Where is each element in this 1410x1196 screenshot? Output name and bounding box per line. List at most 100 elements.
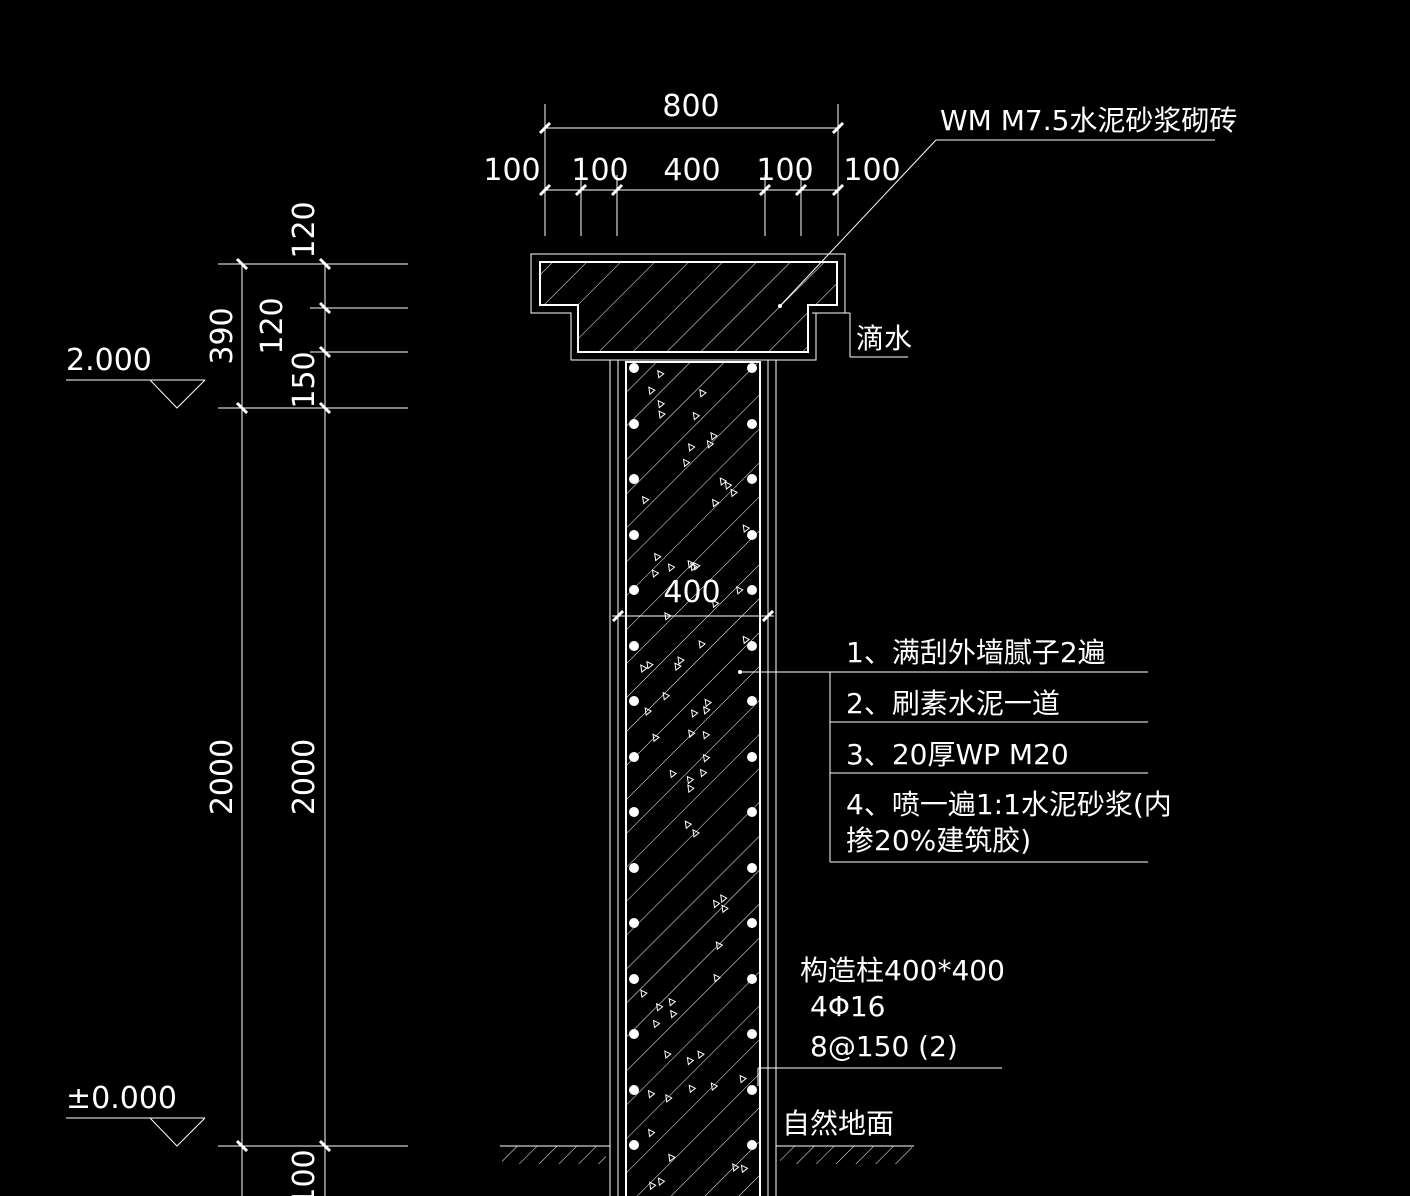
aggregate-mark: [652, 733, 660, 743]
rebar-dot: [747, 1029, 757, 1039]
drip-label: 滴水: [856, 322, 912, 355]
aggregate-mark: [644, 707, 653, 716]
dim-seg-4: 100: [756, 153, 813, 188]
aggregate-mark: [690, 709, 699, 718]
aggregate-mark: [732, 1163, 740, 1172]
rebar-dot: [629, 419, 639, 429]
aggregate-mark: [657, 399, 666, 409]
rebar-dot: [629, 641, 639, 651]
aggregate-mark: [668, 1153, 676, 1163]
aggregate-mark: [698, 640, 707, 649]
rebar-dot: [747, 585, 757, 595]
dim-column-400: 400: [663, 575, 720, 610]
concrete-core: [625, 361, 761, 1196]
aggregate-mark: [711, 599, 720, 609]
aggregate-mark: [724, 481, 733, 490]
rebar-dot: [629, 1140, 639, 1150]
left-dimension-group: 120 390 120 150 2000 2000 100: [205, 201, 408, 1196]
finish-layer-4-line2: 掺20%建筑胶): [846, 824, 1031, 857]
aggregate-mark: [720, 894, 728, 903]
rebar-dot: [747, 974, 757, 984]
dim-left-390: 390: [205, 307, 240, 364]
aggregate-mark: [651, 569, 660, 578]
aggregate-mark: [657, 369, 665, 379]
rebar-dot: [629, 696, 639, 706]
aggregate-mark: [642, 495, 650, 505]
aggregate-mark: [677, 656, 685, 665]
aggregate-mark: [647, 1089, 656, 1099]
aggregate-mark: [674, 662, 682, 672]
dim-left-120-top: 120: [287, 201, 322, 258]
aggregate-mark: [652, 1019, 661, 1029]
aggregate-mark: [712, 899, 721, 909]
finish-layer-2: 2、刷素水泥一道: [846, 687, 1060, 720]
aggregate-mark: [692, 828, 700, 838]
rebar-dots: [629, 363, 757, 1150]
aggregate-mark: [742, 635, 751, 645]
drip-label-group: 滴水: [812, 312, 912, 358]
aggregate-mark: [646, 660, 654, 670]
rebar-dot: [629, 474, 639, 484]
dim-left-100: 100: [287, 1149, 322, 1196]
dim-seg-2: 100: [571, 153, 628, 188]
aggregate-mark: [703, 706, 711, 715]
aggregate-mark: [668, 997, 677, 1007]
column-shaft: [609, 360, 777, 1196]
concrete-aggregate-marks: [640, 369, 751, 1191]
dim-seg-3: 400: [663, 153, 720, 188]
column-spec-name: 构造柱400*400: [800, 954, 1005, 987]
rebar-dot: [747, 752, 757, 762]
aggregate-mark: [740, 1164, 749, 1174]
column-spec-stirrup: 8@150 (2): [810, 1030, 958, 1063]
aggregate-mark: [684, 820, 693, 830]
aggregate-mark: [690, 562, 698, 572]
aggregate-mark: [715, 941, 724, 951]
aggregate-mark: [654, 552, 662, 562]
column-spec-main-bar: 4Φ16: [810, 990, 885, 1023]
rebar-dot: [747, 419, 757, 429]
finish-layer-3: 3、20厚WP M20: [846, 738, 1069, 771]
aggregate-mark: [710, 1082, 719, 1091]
aggregate-mark: [710, 431, 718, 441]
aggregate-mark: [711, 498, 720, 508]
dim-left-2000-inner: 2000: [287, 739, 322, 815]
aggregate-mark: [662, 691, 671, 701]
rebar-dot: [629, 918, 639, 928]
rebar-dot: [629, 863, 639, 873]
aggregate-mark: [742, 524, 751, 534]
aggregate-mark: [669, 769, 678, 779]
aggregate-mark: [688, 1084, 697, 1094]
aggregate-mark: [721, 904, 729, 914]
aggregate-mark: [688, 729, 696, 739]
dim-seg-1: 100: [483, 153, 540, 188]
aggregate-mark: [739, 1074, 748, 1084]
aggregate-mark: [692, 411, 701, 421]
dim-left-150: 150: [287, 351, 322, 408]
aggregate-mark: [648, 386, 656, 396]
rebar-dot: [629, 974, 639, 984]
rebar-dot: [747, 863, 757, 873]
rebar-dot: [629, 1029, 639, 1039]
elevation-marker-ground: ±0.000: [66, 1081, 206, 1147]
aggregate-mark: [704, 698, 713, 708]
aggregate-mark: [713, 973, 721, 983]
aggregate-mark: [655, 1002, 664, 1012]
aggregate-mark: [686, 1056, 695, 1066]
coping-label-group: WM M7.5水泥砂浆砌砖: [778, 104, 1237, 308]
aggregate-mark: [686, 775, 695, 785]
rebar-dot: [747, 807, 757, 817]
aggregate-mark: [706, 439, 715, 449]
natural-ground-label: 自然地面: [782, 1107, 894, 1140]
aggregate-mark: [670, 1009, 678, 1019]
aggregate-mark: [682, 458, 691, 468]
rebar-dot: [747, 474, 757, 484]
elevation-marker-top: 2.000: [66, 343, 206, 409]
top-dimension-group: 800 100 100 400 100 100: [483, 89, 901, 236]
aggregate-mark: [719, 477, 728, 487]
dim-left-2000-outer: 2000: [205, 739, 240, 815]
aggregate-mark: [665, 1094, 673, 1103]
aggregate-mark: [697, 1050, 705, 1060]
aggregate-mark: [664, 1050, 672, 1059]
aggregate-mark: [649, 1181, 657, 1191]
aggregate-mark: [647, 1128, 656, 1138]
